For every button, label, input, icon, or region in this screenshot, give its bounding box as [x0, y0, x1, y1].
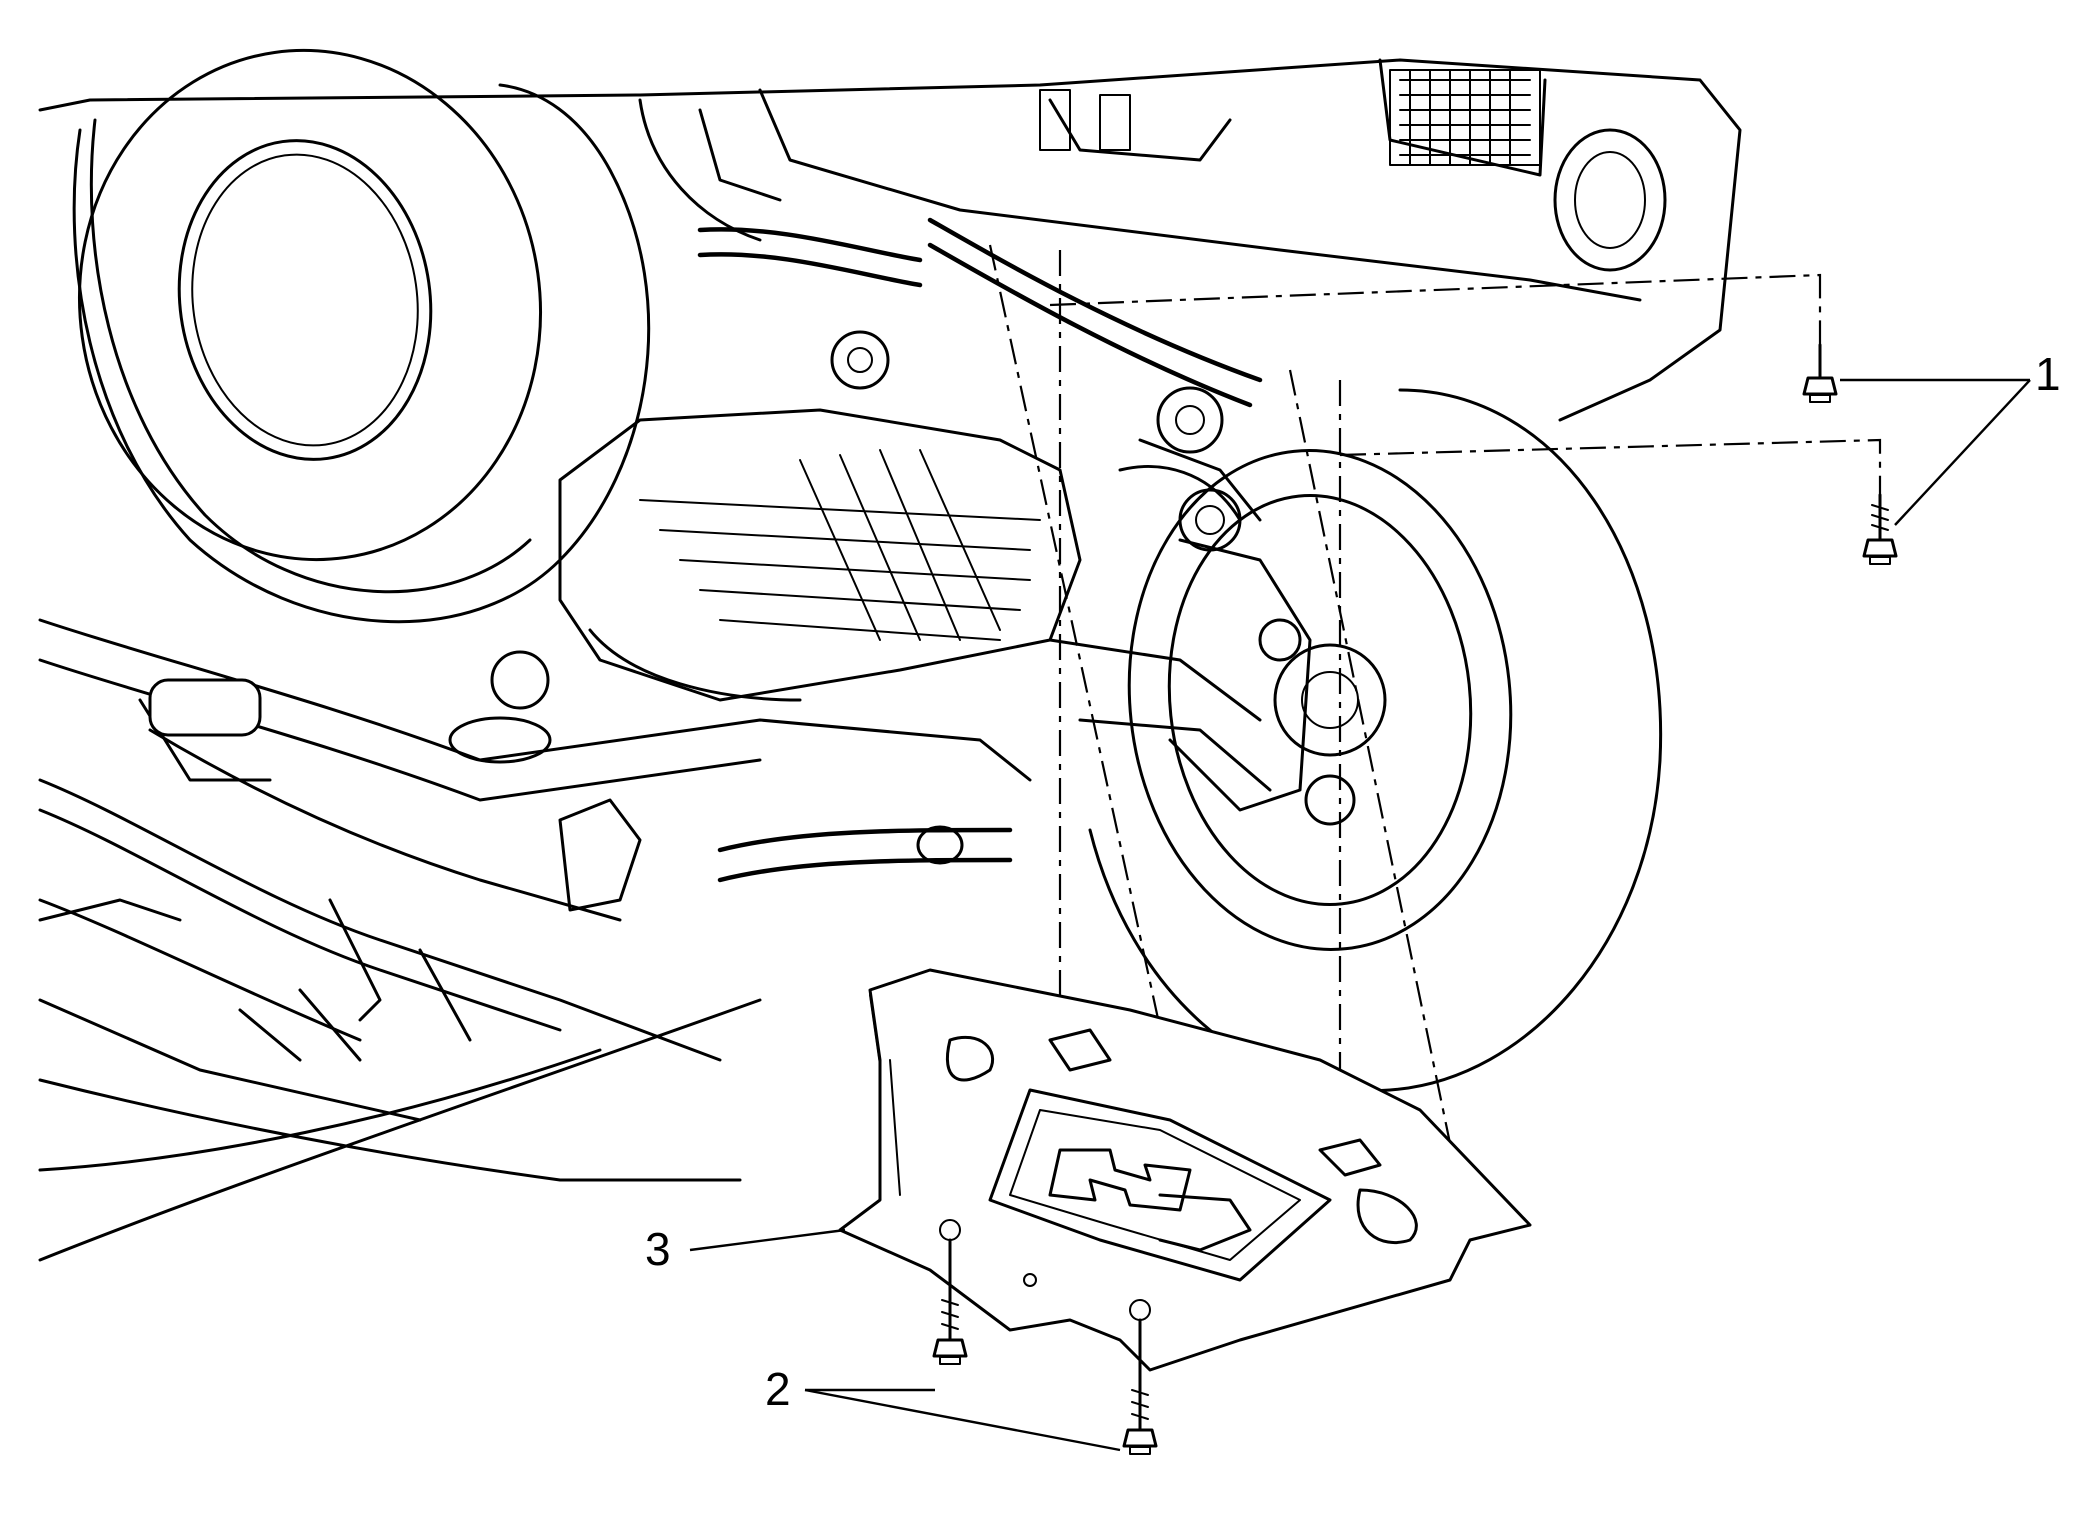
- install-path-lines: [988, 244, 1882, 1241]
- fog-lamp-icon: [1553, 128, 1667, 272]
- front-bumper-structure: [638, 58, 1742, 422]
- bolt-icon-1b: [1862, 493, 1898, 565]
- left-wheel-icon: [38, 48, 651, 624]
- bolt-icon-2b: [1122, 1318, 1158, 1455]
- callout-leaders: [689, 378, 2031, 1452]
- skid-plate-icon: [838, 968, 1532, 1372]
- suspension-assembly: [830, 330, 1356, 826]
- h3-logo-icon: [1048, 1148, 1192, 1212]
- right-wheel-icon: [1088, 388, 1663, 1093]
- grille-mesh: [1389, 69, 1541, 166]
- hoses: [697, 217, 1263, 408]
- bolt-icon-1a: [1802, 343, 1838, 403]
- callout-3: 3: [645, 1223, 671, 1275]
- transfer-case-shield: [558, 408, 1082, 702]
- callout-2: 2: [765, 1363, 791, 1415]
- callout-1: 1: [2035, 348, 2061, 400]
- frame-rails: [38, 618, 1032, 1262]
- bolt-icon-2a: [932, 1238, 968, 1365]
